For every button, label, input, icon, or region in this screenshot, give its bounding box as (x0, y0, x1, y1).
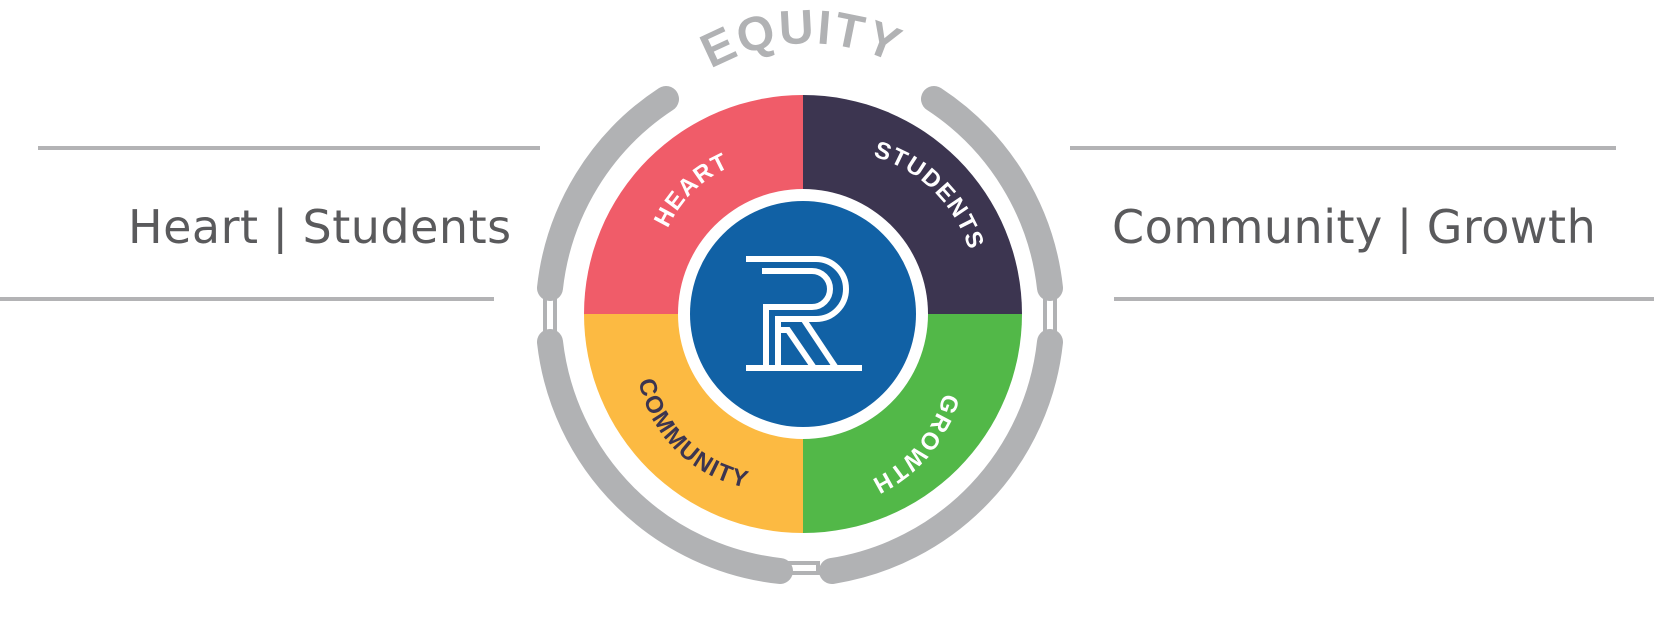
caption-separator: | (1396, 200, 1413, 254)
right-caption: Community|Growth (1112, 204, 1596, 250)
left-top-rule (38, 146, 540, 150)
outer-ring (537, 86, 1063, 584)
ring-connectors (543, 294, 1057, 575)
left-bottom-rule (0, 297, 494, 301)
ring-arc-top-right (921, 86, 1063, 301)
caption-heart: Heart (128, 200, 259, 254)
connector-left (543, 294, 557, 336)
caption-growth: Growth (1426, 200, 1597, 254)
center-blue-disk (690, 201, 916, 427)
caption-students: Students (302, 200, 512, 254)
r-logo-icon (746, 256, 862, 371)
right-bottom-rule (1114, 297, 1654, 301)
left-caption: Heart|Students (128, 204, 512, 250)
ring-arc-bottom-left (537, 329, 793, 584)
right-top-rule (1070, 146, 1616, 150)
caption-community: Community (1112, 200, 1383, 254)
connector-right (1043, 294, 1057, 336)
equity-label: EQUITY (693, 1, 910, 79)
ring-arc-top-left (537, 86, 679, 301)
ring-arc-bottom-right (819, 329, 1063, 584)
connector-bottom (784, 561, 820, 575)
caption-separator: | (272, 200, 289, 254)
